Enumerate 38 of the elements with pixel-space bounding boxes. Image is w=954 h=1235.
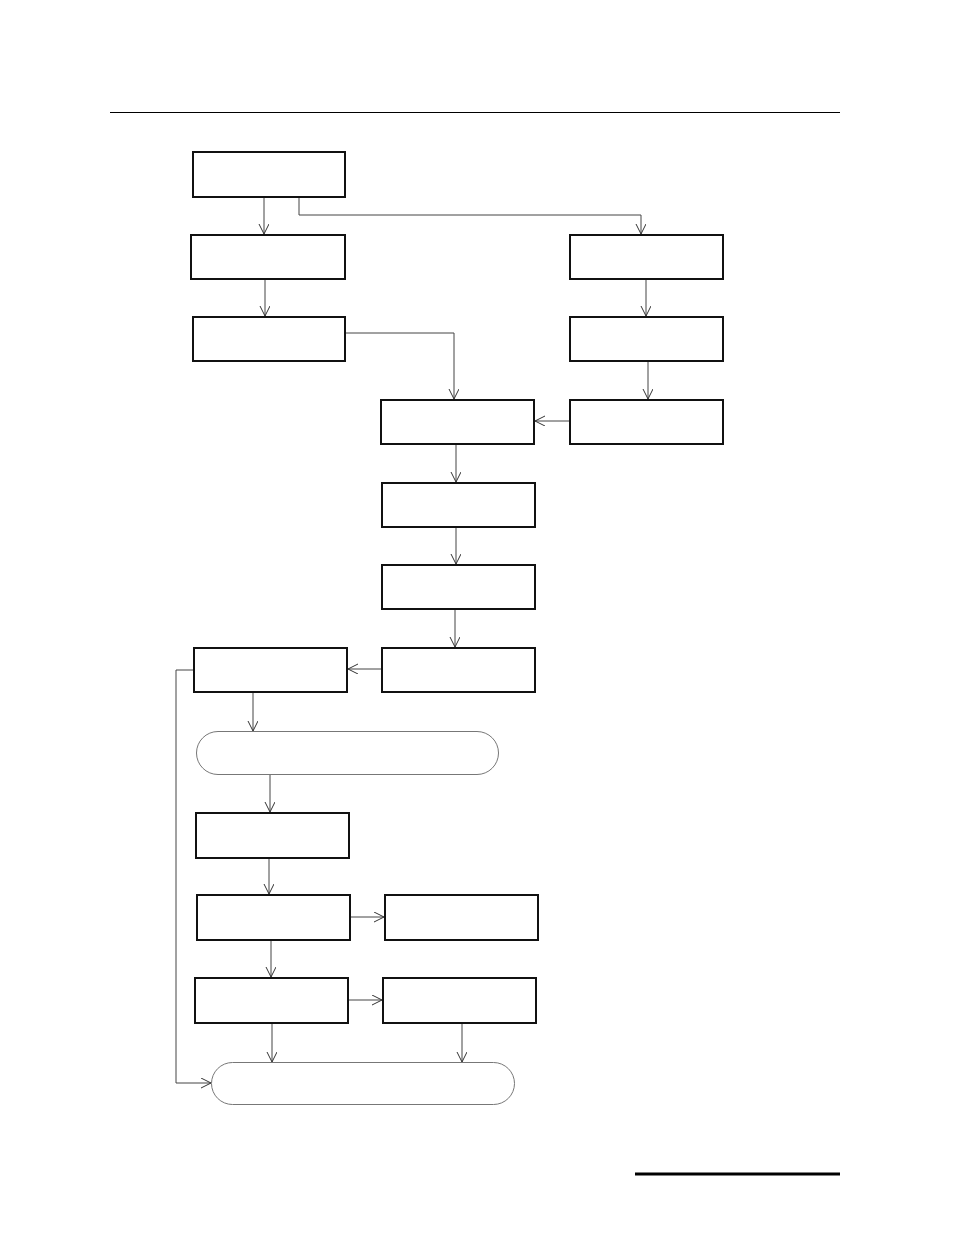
arrow xyxy=(263,858,275,895)
arrow xyxy=(350,911,385,923)
process-box xyxy=(384,894,539,941)
arrow xyxy=(348,994,383,1006)
arrow xyxy=(175,669,212,1089)
process-box xyxy=(381,482,536,528)
process-box xyxy=(381,564,536,610)
process-box xyxy=(569,234,724,280)
process-box xyxy=(195,812,350,859)
arrow xyxy=(642,361,654,400)
process-box xyxy=(382,977,537,1024)
process-box xyxy=(381,647,536,693)
arrow xyxy=(345,332,460,400)
arrow xyxy=(247,692,259,732)
arrow xyxy=(266,1023,278,1063)
process-box xyxy=(192,151,346,198)
arrow xyxy=(450,444,462,483)
arrow xyxy=(449,609,461,648)
terminal-shape xyxy=(196,731,499,775)
process-box xyxy=(192,316,346,362)
process-box xyxy=(196,894,351,941)
process-box xyxy=(380,399,535,445)
process-box xyxy=(569,316,724,362)
arrow xyxy=(265,940,277,978)
arrow xyxy=(264,774,276,813)
arrow xyxy=(298,197,647,235)
arrow xyxy=(347,663,382,675)
arrow xyxy=(534,415,570,427)
arrow xyxy=(258,197,270,235)
process-box xyxy=(193,647,348,693)
arrow xyxy=(259,279,271,317)
arrow xyxy=(450,527,462,565)
process-box xyxy=(194,977,349,1024)
arrow xyxy=(456,1023,468,1063)
process-box xyxy=(569,399,724,445)
process-box xyxy=(190,234,346,280)
arrow xyxy=(640,279,652,317)
terminal-shape xyxy=(211,1062,515,1105)
